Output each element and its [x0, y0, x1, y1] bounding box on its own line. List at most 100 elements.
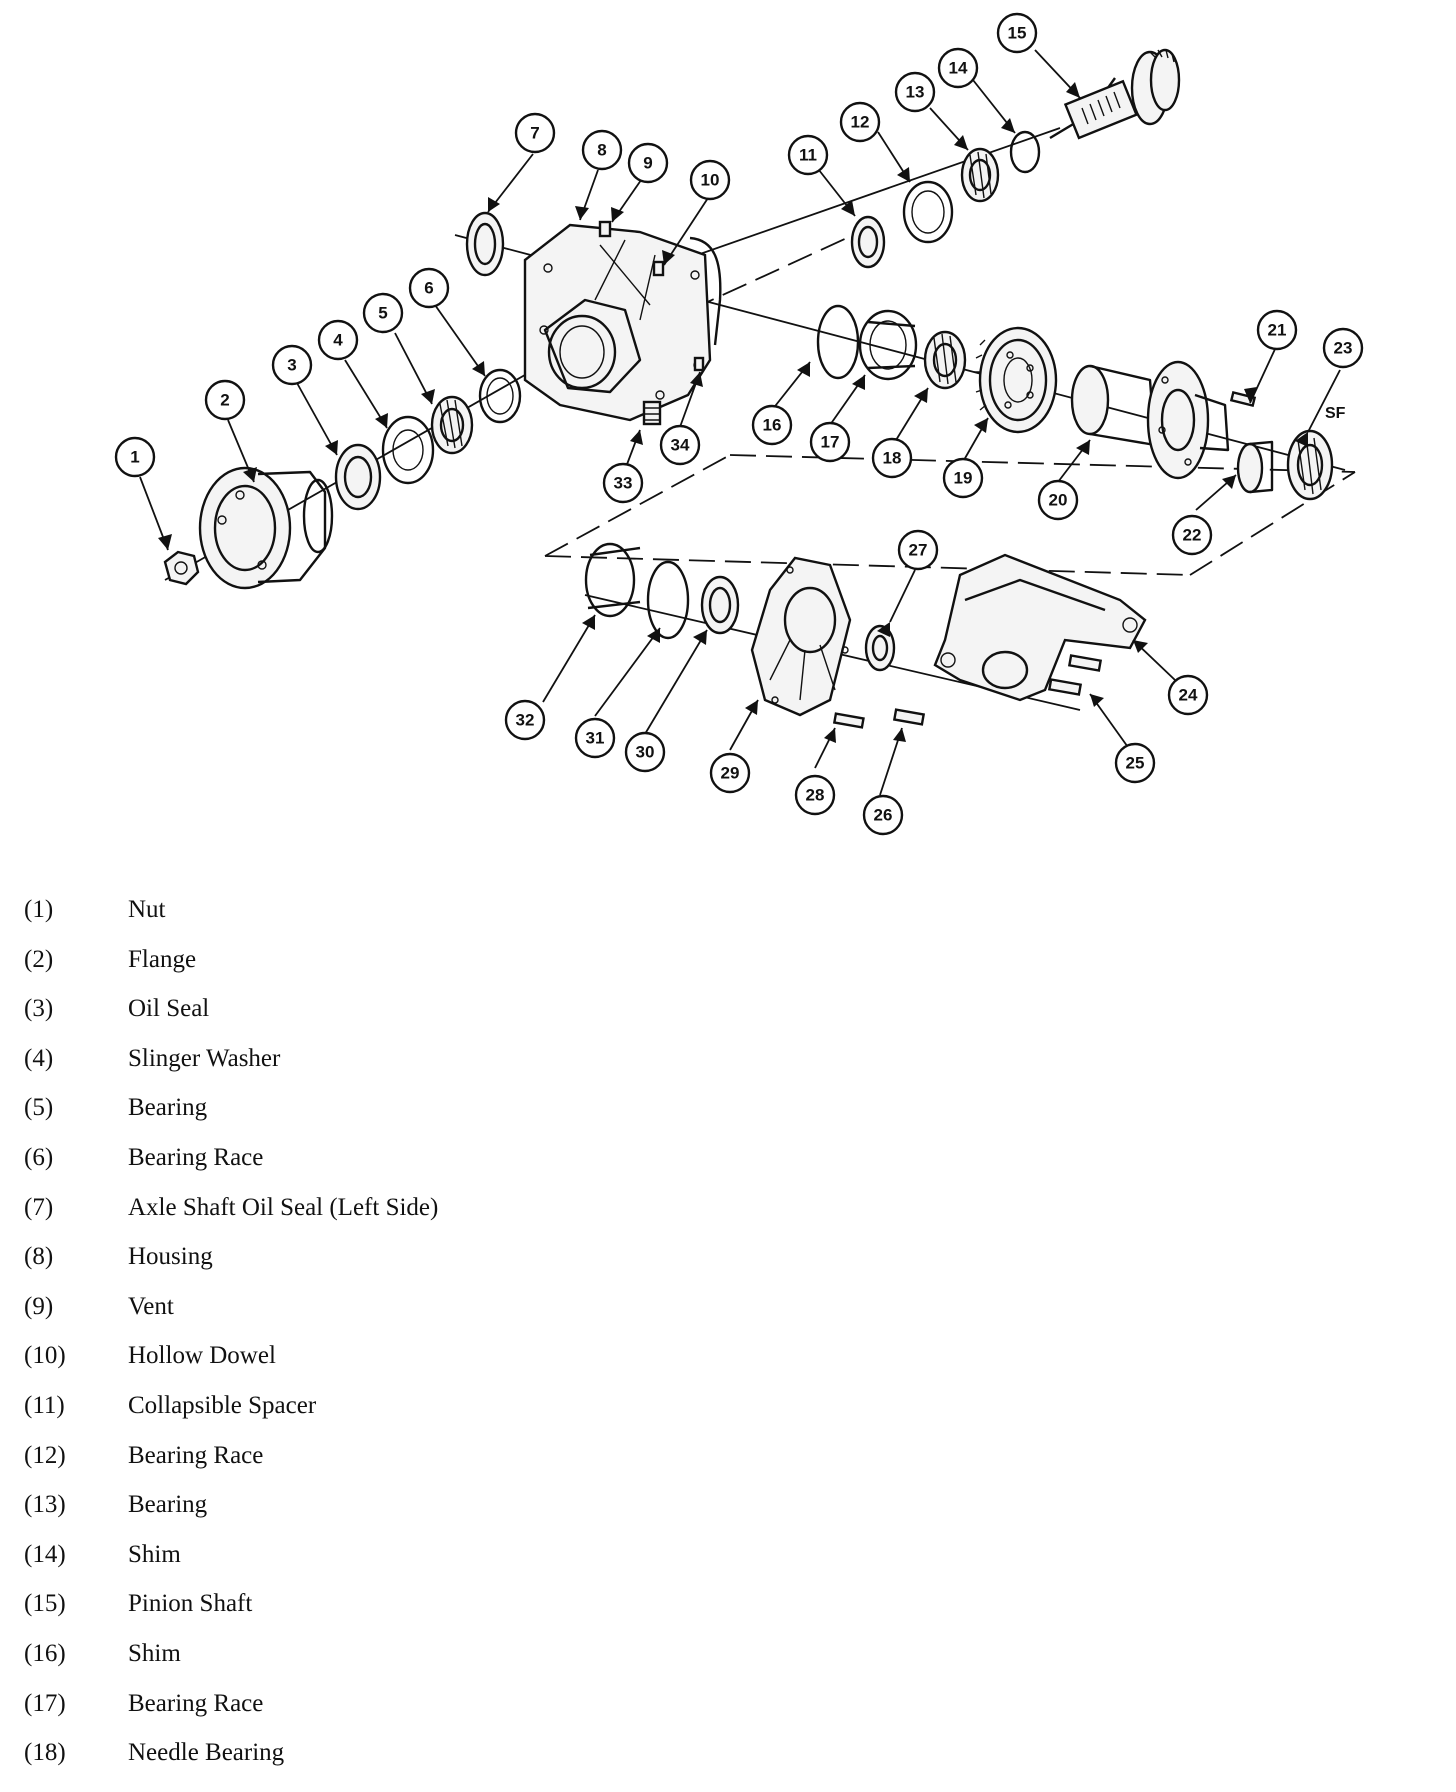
callout-11: 11 — [787, 134, 829, 176]
callout-15: 15 — [996, 12, 1038, 54]
callout-33: 33 — [602, 462, 644, 504]
legend-number: (6) — [24, 1144, 54, 1171]
legend-number: (10) — [24, 1342, 66, 1370]
slinger-washer-part — [381, 415, 435, 485]
bolt-34-part — [693, 356, 705, 372]
callout-label: 9 — [643, 154, 652, 173]
seal-27-part — [864, 624, 896, 672]
callout-label: 17 — [821, 433, 840, 452]
legend-row: (12)Bearing Race — [0, 1436, 900, 1476]
callout-label: 11 — [799, 146, 817, 165]
legend-number: (17) — [24, 1689, 66, 1717]
callout-24: 24 — [1167, 674, 1209, 716]
callout-label: 4 — [333, 331, 343, 350]
callout-label: 20 — [1049, 491, 1068, 510]
callout-label: 12 — [851, 113, 870, 132]
bolt-28-part — [832, 712, 865, 729]
callout-12: 12 — [839, 101, 881, 143]
callout-label: 25 — [1126, 754, 1145, 773]
oil-seal-part — [334, 443, 382, 511]
legend-number: (1) — [24, 896, 54, 923]
legend-part-name: Bearing Race — [128, 1689, 264, 1717]
legend-number: (3) — [24, 995, 54, 1023]
arrowheads — [158, 82, 1308, 743]
legend-row: (14) Shim — [0, 1535, 900, 1575]
callout-29: 29 — [709, 752, 751, 794]
callout-label: 29 — [721, 764, 740, 783]
callout-label: 33 — [614, 474, 633, 493]
legend-number: (7) — [24, 1193, 54, 1221]
plug-part — [642, 400, 662, 426]
exploded-view-diagram: SF — [114, 12, 1364, 836]
legend-row: (8)Housing — [0, 1237, 900, 1277]
collapsible-spacer-part — [850, 215, 886, 269]
legend-part-name: Bearing Race — [128, 1441, 264, 1469]
legend-row: (17) Bearing Race — [0, 1684, 900, 1724]
vent-part — [598, 220, 612, 238]
legend-number: (13) — [24, 1491, 66, 1519]
housing-part — [523, 223, 722, 422]
callout-label: 13 — [906, 83, 925, 102]
oil-seal-30-part — [700, 575, 740, 635]
legend-part-name: Nut — [128, 896, 166, 923]
callout-10: 10 — [689, 159, 731, 201]
legend-part-name: Collapsible Spacer — [128, 1392, 317, 1419]
parts-legend: (1)Nut (2)Flange (3)Oil Seal (4)Slinger … — [0, 890, 1456, 1770]
legend-part-name: Needle Bearing — [128, 1739, 285, 1767]
legend-row: (3) Oil Seal — [0, 989, 900, 1029]
legend-row: (11)Collapsible Spacer — [0, 1386, 900, 1426]
callout-20: 20 — [1037, 479, 1079, 521]
flange-part — [198, 466, 334, 590]
legend-part-name: Shim — [128, 1540, 181, 1568]
pinion-shaft-part — [1049, 48, 1181, 140]
bearing-race-12-part — [902, 180, 954, 244]
bolts-25-part — [1047, 654, 1103, 696]
callout-18: 18 — [871, 437, 913, 479]
cover-29-part — [750, 556, 852, 717]
callout-23: 23 — [1322, 327, 1364, 369]
callout-28: 28 — [794, 774, 836, 816]
sleeve-22-part — [1236, 440, 1274, 494]
shim-14-part — [1009, 130, 1041, 174]
nut-part — [163, 550, 200, 586]
shim-31-part — [646, 560, 690, 640]
bearing-part — [430, 395, 474, 455]
ring-gear-part — [974, 326, 1058, 434]
legend-number: (16) — [24, 1640, 66, 1667]
callout-17: 17 — [809, 421, 851, 463]
legend-number: (14) — [24, 1540, 66, 1568]
callout-label: 24 — [1179, 686, 1198, 705]
legend-part-name: Shim — [128, 1640, 181, 1667]
callout-5: 5 — [362, 292, 404, 334]
callout-30: 30 — [624, 731, 666, 773]
callout-19: 19 — [942, 457, 984, 499]
callout-label: 1 — [130, 448, 139, 467]
legend-row: (5) Bearing — [0, 1088, 900, 1128]
legend-row: (15)Pinion Shaft — [0, 1584, 900, 1624]
callout-14: 14 — [937, 47, 979, 89]
callout-label: 10 — [701, 171, 720, 190]
legend-part-name: Hollow Dowel — [128, 1342, 276, 1370]
callout-26: 26 — [862, 794, 904, 836]
legend-part-name: Slinger Washer — [128, 1044, 281, 1072]
callout-25: 25 — [1114, 742, 1156, 784]
callout-34: 34 — [659, 424, 701, 466]
callout-label: 15 — [1008, 24, 1027, 43]
callout-label: 31 — [586, 729, 605, 748]
legend-part-name: Oil Seal — [128, 995, 210, 1023]
needle-bearing-part — [923, 330, 967, 390]
callout-2: 2 — [204, 379, 246, 421]
callout-16: 16 — [751, 404, 793, 446]
legend-part-name: Bearing — [128, 1094, 208, 1122]
bracket-24-part — [933, 553, 1147, 702]
callout-label: 34 — [671, 436, 690, 455]
legend-row: (6)Bearing Race — [0, 1138, 900, 1178]
bearing-race-part — [478, 368, 522, 424]
callout-label: 16 — [763, 416, 782, 435]
callout-label: 21 — [1268, 321, 1287, 340]
callout-9: 9 — [627, 142, 669, 184]
callout-label: 32 — [516, 711, 535, 730]
legend-part-name: Vent — [128, 1292, 174, 1320]
legend-part-name: Axle Shaft Oil Seal (Left Side) — [128, 1193, 439, 1221]
legend-number: (5) — [24, 1094, 54, 1122]
